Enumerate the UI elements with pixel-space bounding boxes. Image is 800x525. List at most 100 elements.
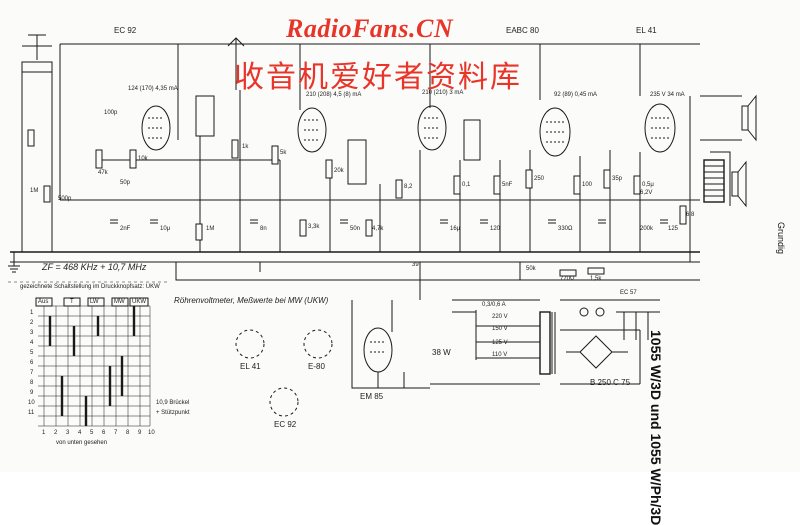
brand-label: Grundig <box>776 222 786 255</box>
component-label: 120 <box>490 226 501 232</box>
e80-base-diagram <box>303 329 333 359</box>
component-label: 16μ <box>450 226 461 232</box>
component-label: 1,5k <box>590 276 602 282</box>
component-label: 1M <box>30 188 39 194</box>
component-label: 6,2V <box>640 190 653 196</box>
component-label: 1k <box>242 144 249 150</box>
component-label: 250 <box>534 176 545 182</box>
tube-label-el41: EL 41 <box>636 26 657 35</box>
table-row-label: 11 <box>28 410 35 416</box>
tube-ef89 <box>297 107 327 153</box>
if-transformer-2 <box>347 139 367 185</box>
table-legend-1: 10,9 Brückel <box>156 400 190 406</box>
table-col-label: 7 <box>114 430 118 436</box>
base-label-e80: E-80 <box>308 362 325 371</box>
switch-note: gezeichnete Schaltstellung im Druckknopf… <box>20 284 160 290</box>
component-label: 50p <box>120 180 131 186</box>
ec57-label: EC 57 <box>620 290 637 296</box>
tube-label-ec92: EC 92 <box>114 26 137 35</box>
voltage-label: 92 (89) 0,45 mA <box>554 92 598 98</box>
rectifier-label: B 250 C 75 <box>590 378 631 387</box>
pilot-lamp-1 <box>579 307 589 317</box>
mains-tap: 150 V <box>492 326 508 332</box>
table-row-label: 4 <box>30 340 34 346</box>
component-label: 100p <box>104 110 118 116</box>
table-col-label: 10 <box>148 430 155 436</box>
mains-transformer <box>539 311 551 375</box>
component-label: 0,1 <box>462 182 471 188</box>
el41-base-diagram <box>235 329 265 359</box>
fuse-label: 0,3/0,6 A <box>482 302 506 308</box>
tube-label-em85: EM 85 <box>360 392 384 401</box>
if-transformer-1 <box>195 95 215 137</box>
table-header-t: T <box>70 299 74 305</box>
table-row-label: 3 <box>30 330 34 336</box>
component-label: 4,7k <box>372 226 384 232</box>
tube-ecc85 <box>141 105 171 151</box>
ec92-base-diagram <box>269 387 299 417</box>
table-legend-2: + Stützpunkt <box>156 410 190 416</box>
tube-ef89-2 <box>417 105 447 151</box>
base-label-el41: EL 41 <box>240 362 261 371</box>
switch-table-grid <box>35 297 151 427</box>
table-row-label: 5 <box>30 350 34 356</box>
base-label-ec92: EC 92 <box>274 420 297 429</box>
component-label: 2nF <box>120 226 131 232</box>
watermark-site: RadioFans.CN <box>286 14 454 43</box>
table-col-label: 9 <box>138 430 142 436</box>
output-transformer <box>703 159 725 203</box>
model-title: 1055 W/3D und 1055 W/Ph/3D <box>648 330 664 525</box>
component-label: 47k <box>98 170 108 176</box>
component-label: 5k <box>280 150 287 156</box>
zf-note: ZF = 468 KHz + 10,7 MHz <box>42 262 147 272</box>
component-label: 0,5μ <box>642 182 654 188</box>
dipole-antenna <box>227 37 245 90</box>
component-label: 770Ω <box>560 276 575 282</box>
component-label: 10k <box>138 156 148 162</box>
component-label: 3,3k <box>308 224 320 230</box>
tube-label-eabc80: EABC 80 <box>506 26 539 35</box>
mains-tap: 125 V <box>492 340 508 346</box>
circuit-schematic <box>8 34 757 427</box>
voltage-label: 210 (210) 3 mA <box>422 90 464 96</box>
table-row-label: 10 <box>28 400 35 406</box>
if-transformer-3 <box>463 119 481 161</box>
mains-tap: 220 V <box>492 314 508 320</box>
table-col-label: 3 <box>66 430 70 436</box>
tube-eabc80 <box>539 107 571 157</box>
voltage-label: 124 (170) 4,35 mA <box>128 86 178 92</box>
table-col-label: 1 <box>42 430 46 436</box>
component-label: 125 <box>668 226 679 232</box>
component-label: 50n <box>350 226 361 232</box>
mains-tap: 110 V <box>492 352 508 358</box>
component-label: 35p <box>612 176 623 182</box>
speaker-1 <box>741 94 757 142</box>
component-label: 100 <box>582 182 593 188</box>
table-row-label: 9 <box>30 390 34 396</box>
voltage-label: 210 (208) 4,5 (8) mA <box>306 92 362 98</box>
view-note: von unten gesehen <box>56 440 108 446</box>
table-row-label: 6 <box>30 360 34 366</box>
schematic-page: RadioFans.CN 收音机爱好者资料库 EC 92 EABC 80 EL … <box>8 14 786 525</box>
component-label: 20k <box>334 168 344 174</box>
table-header-aus: Aus <box>38 299 49 305</box>
table-header-lw: LW <box>90 299 99 305</box>
pilot-lamp-2 <box>595 307 605 317</box>
component-label: 39 <box>412 262 419 268</box>
table-col-label: 2 <box>54 430 58 436</box>
component-label: 1M <box>206 226 215 232</box>
component-label: 200k <box>640 226 654 232</box>
measurement-note: Röhrenvoltmeter, Meßwerte bei MW (UKW) <box>174 296 329 305</box>
table-header-ukw: UKW <box>132 299 146 305</box>
speaker-2 <box>731 160 747 208</box>
power-rating: 38 W <box>432 348 451 357</box>
table-row-label: 8 <box>30 380 34 386</box>
ground-symbol <box>8 252 20 273</box>
component-label: 10μ <box>160 226 171 232</box>
component-label: 6,8 <box>686 212 695 218</box>
table-col-label: 4 <box>78 430 82 436</box>
component-label: 8n <box>260 226 267 232</box>
component-label: 8,2 <box>404 184 413 190</box>
component-label: 500p <box>58 196 72 202</box>
voltage-label: 235 V 34 mA <box>650 92 685 98</box>
